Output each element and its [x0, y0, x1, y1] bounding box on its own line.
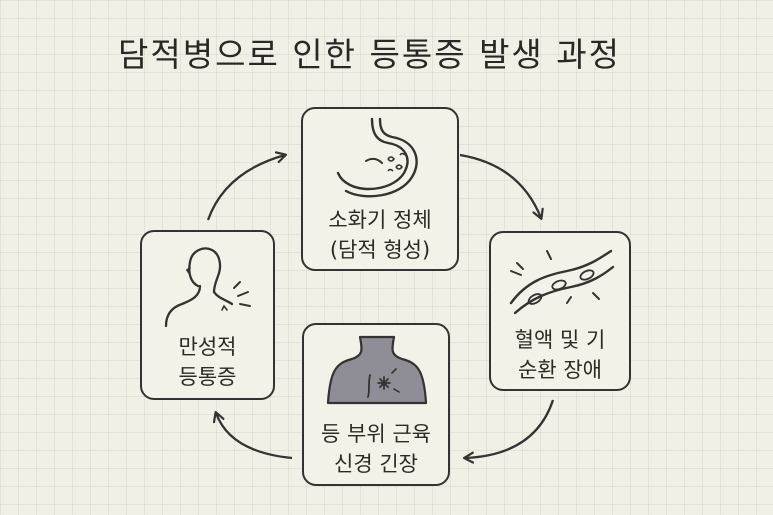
- arrow-step1-to-step2: [459, 153, 541, 218]
- blood-vessel-icon: [509, 249, 615, 315]
- step-label-line1: 만성적: [178, 335, 237, 359]
- step-label-line2: 신경 긴장: [334, 452, 418, 476]
- step-box-chronic-back-pain: 만성적 등통증: [140, 230, 275, 400]
- step-label-line1: 소화기 정체: [328, 208, 432, 232]
- step-box-muscle-tension: 등 부위 근육 신경 긴장: [302, 323, 450, 486]
- step-box-circulation-disorder: 혈액 및 기 순환 장애: [489, 231, 631, 391]
- step-label-line2: 순환 장애: [518, 358, 602, 382]
- step-label-line1: 혈액 및 기: [514, 328, 606, 352]
- arrow-step4-to-step1: [206, 155, 285, 221]
- arrow-step2-to-step3: [465, 399, 555, 458]
- step-label-line2: 등통증: [178, 365, 237, 389]
- step-label-line2: (담적 형성): [329, 238, 431, 262]
- stomach-icon: [336, 117, 418, 198]
- step-box-digestive-stagnation: 소화기 정체 (담적 형성): [301, 107, 459, 271]
- arrow-step3-to-step4: [216, 413, 293, 460]
- diagram-title: 담적병으로 인한 등통증 발생 과정: [118, 35, 621, 74]
- shoulder-pain-icon: [164, 247, 251, 328]
- back-tension-icon: [326, 335, 428, 405]
- step-label-line1: 등 부위 근육: [321, 422, 431, 446]
